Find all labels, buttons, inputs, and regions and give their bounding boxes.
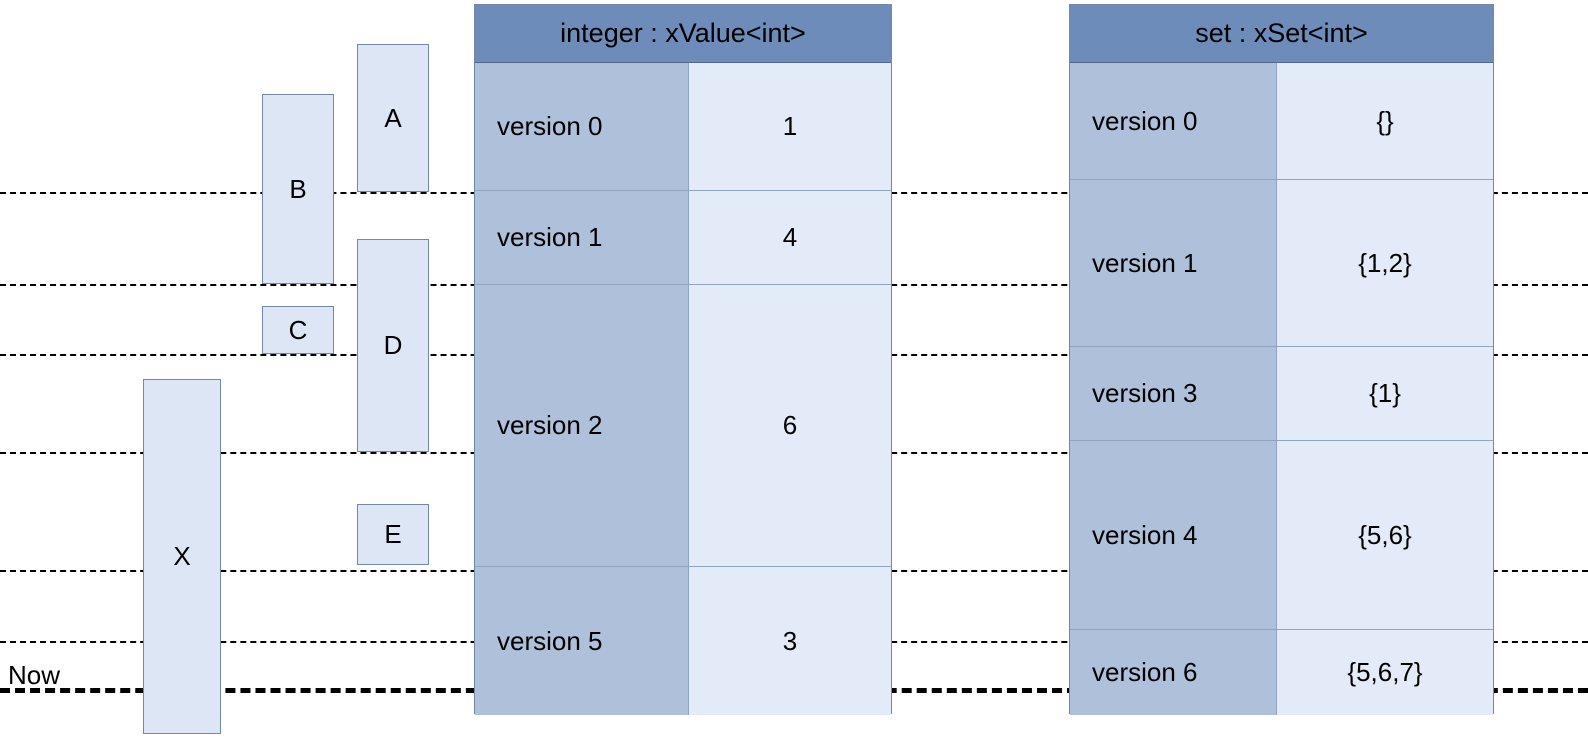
version-label: version 2	[475, 285, 689, 566]
version-value: 6	[689, 285, 891, 566]
set-table-title: set : xSet<int>	[1070, 5, 1493, 63]
version-label: version 3	[1070, 347, 1277, 440]
version-label: version 5	[475, 567, 689, 715]
table-row: version 6{5,6,7}	[1070, 630, 1493, 715]
version-value: {1}	[1277, 347, 1493, 440]
table-row: version 3{1}	[1070, 347, 1493, 441]
version-value: {}	[1277, 63, 1493, 179]
version-value: {1,2}	[1277, 180, 1493, 346]
version-value: 1	[689, 63, 891, 190]
version-label: version 1	[475, 191, 689, 284]
version-value: {5,6,7}	[1277, 630, 1493, 715]
version-value: {5,6}	[1277, 441, 1493, 629]
version-label: version 0	[1070, 63, 1277, 179]
now-label: Now	[8, 660, 61, 690]
version-label: version 6	[1070, 630, 1277, 715]
version-label: version 1	[1070, 180, 1277, 346]
version-label: version 0	[475, 63, 689, 190]
set-table: set : xSet<int>version 0{}version 1{1,2}…	[1069, 4, 1494, 715]
version-label: version 4	[1070, 441, 1277, 629]
transaction-box-d[interactable]: D	[357, 239, 429, 452]
table-row: version 4{5,6}	[1070, 441, 1493, 630]
transaction-box-c[interactable]: C	[262, 306, 334, 354]
transaction-box-x[interactable]: X	[143, 379, 221, 734]
transaction-box-b[interactable]: B	[262, 94, 334, 284]
transaction-box-a[interactable]: A	[357, 44, 429, 192]
version-value: 4	[689, 191, 891, 284]
integer-table-title: integer : xValue<int>	[475, 5, 891, 63]
transaction-box-e[interactable]: E	[357, 504, 429, 565]
version-value: 3	[689, 567, 891, 715]
table-row: version 1{1,2}	[1070, 180, 1493, 347]
table-row: version 0{}	[1070, 63, 1493, 180]
